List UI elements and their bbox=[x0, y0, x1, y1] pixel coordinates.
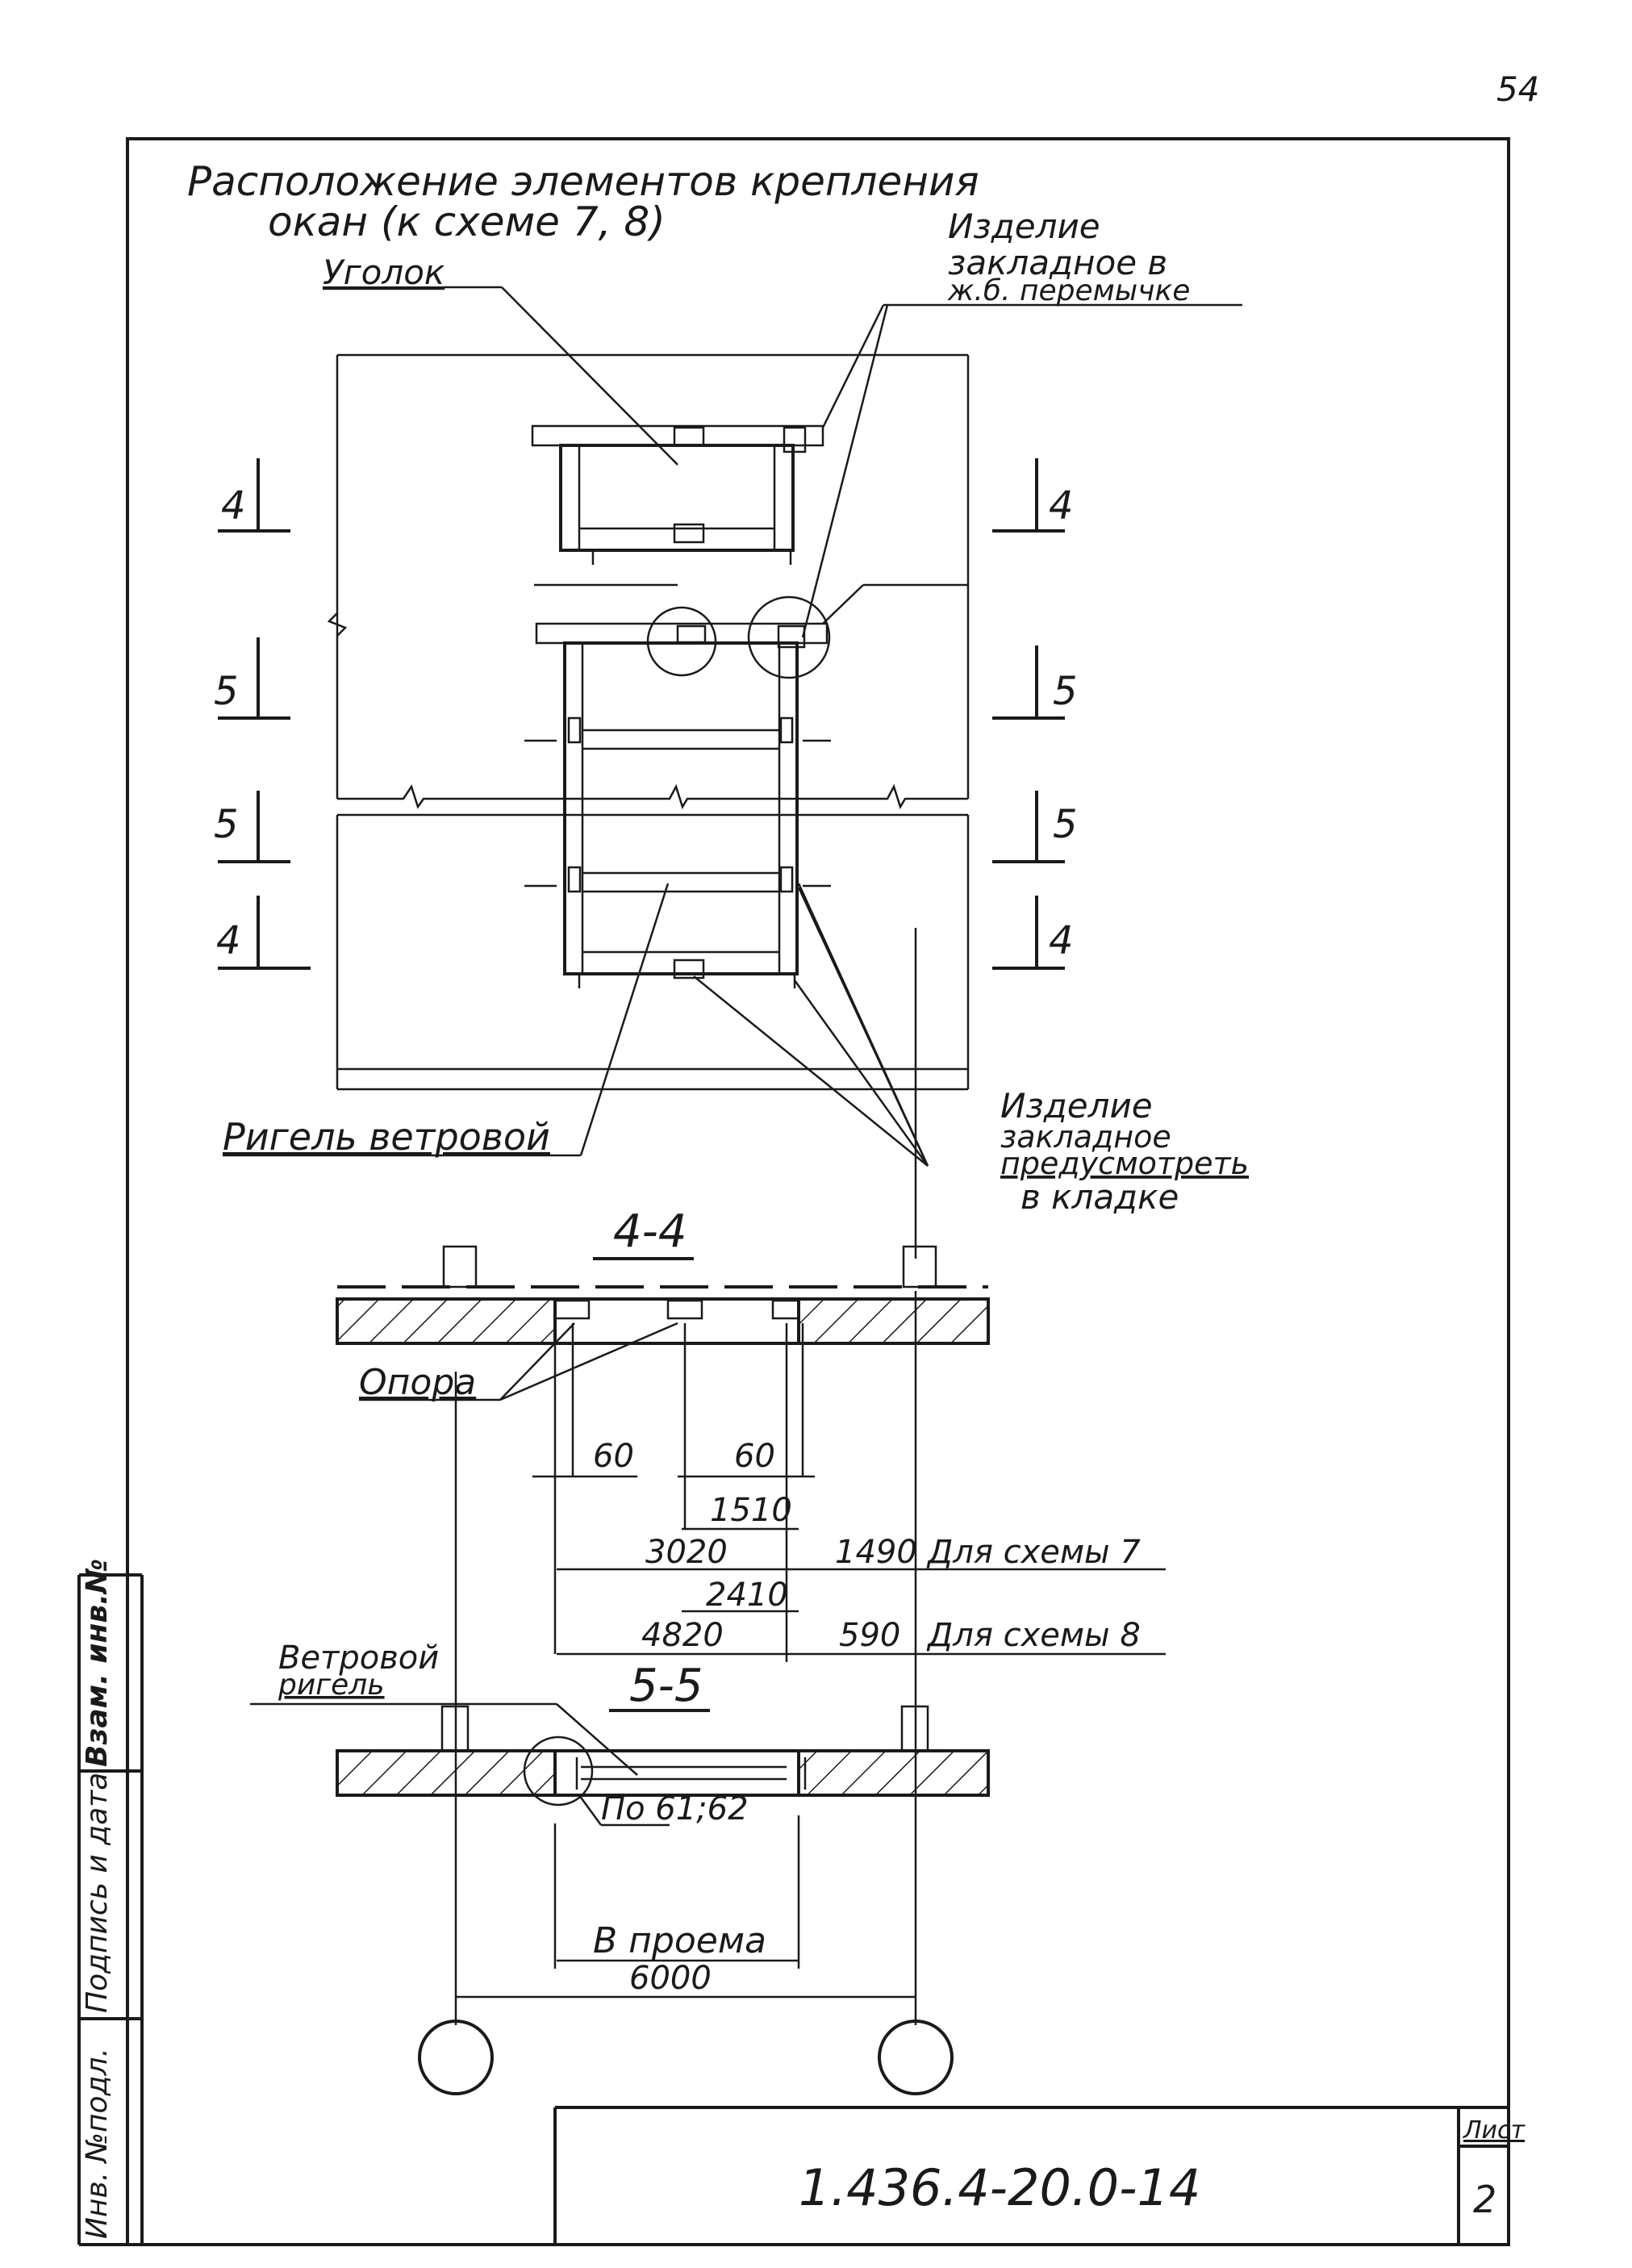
section-mark-4-right-top: 4 bbox=[1049, 483, 1074, 528]
label-zakladnoe-bot-1: Изделие bbox=[1000, 1086, 1153, 1126]
label-zakladnoe-bot-4: в кладке bbox=[1021, 1177, 1179, 1217]
section-mark-5-right-a: 5 bbox=[1053, 669, 1078, 714]
sheet-number: 2 bbox=[1473, 2178, 1496, 2221]
side-stamp: Взам. инв.№ Подпись и дата Инв. №подл. bbox=[81, 1559, 114, 2239]
section-4-4 bbox=[336, 1245, 990, 1997]
note-scheme-7: Для схемы 7 bbox=[926, 1534, 1141, 1571]
label-zakladnoe-bot-2: закладное bbox=[1000, 1119, 1171, 1155]
label-vetrovoi-1: Ветровой bbox=[278, 1639, 439, 1677]
title-block bbox=[553, 2106, 1509, 2245]
label-po-61-62: По 61;62 bbox=[601, 1790, 749, 1827]
dim-v-proema: В проема bbox=[593, 1920, 766, 1961]
dim-1510: 1510 bbox=[710, 1492, 792, 1529]
dim-590: 590 bbox=[839, 1617, 900, 1654]
section-mark-5-right-b: 5 bbox=[1053, 802, 1078, 847]
section-marks: 4 4 5 5 5 5 4 4 bbox=[214, 458, 1078, 970]
section-mark-4-right-b: 4 bbox=[1049, 918, 1074, 963]
dim-60-right: 60 bbox=[734, 1438, 775, 1475]
dimension-lines bbox=[456, 1475, 1166, 1999]
label-zakladnoe-top-3: ж.б. перемычке bbox=[947, 274, 1190, 307]
stamp-vzam-inv: Взам. инв.№ bbox=[81, 1559, 114, 1767]
label-opora: Опора bbox=[359, 1362, 476, 1403]
label-zakladnoe-top-1: Изделие bbox=[948, 207, 1100, 246]
label-ugolok: Уголок bbox=[323, 253, 445, 292]
label-rigel: Ригель ветровой bbox=[223, 1115, 550, 1159]
section-mark-5-left-b: 5 bbox=[214, 802, 239, 847]
section-mark-4-left-top: 4 bbox=[221, 483, 246, 528]
dim-6000: 6000 bbox=[629, 1960, 712, 1997]
label-vetrovoi-2: ригель bbox=[278, 1669, 385, 1702]
label-zakladnoe-bot-3: предусмотреть bbox=[1000, 1146, 1249, 1181]
section-title-5-5: 5-5 bbox=[629, 1660, 703, 1712]
dim-2410: 2410 bbox=[706, 1577, 788, 1614]
dim-1490: 1490 bbox=[835, 1534, 917, 1571]
section-title-4-4: 4-4 bbox=[613, 1205, 687, 1258]
sheet-label: Лист bbox=[1463, 2116, 1526, 2145]
dim-4820: 4820 bbox=[641, 1617, 724, 1654]
label-zakladnoe-top-2: закладное в bbox=[948, 243, 1167, 282]
drawing-title-line1: Расположение элементов крепления bbox=[187, 158, 979, 205]
section-mark-5-left-a: 5 bbox=[214, 669, 239, 714]
plan-view bbox=[223, 286, 1242, 1259]
note-scheme-8: Для схемы 8 bbox=[926, 1617, 1141, 1654]
stamp-podpis-data: Подпись и дата bbox=[81, 1773, 114, 2013]
dim-60-left: 60 bbox=[593, 1438, 634, 1475]
stamp-inv-podl: Инв. №подл. bbox=[81, 2048, 114, 2239]
page-number: 54 bbox=[1496, 69, 1539, 109]
section-mark-4-left-b: 4 bbox=[216, 918, 241, 963]
sheet-frame bbox=[77, 137, 1510, 2246]
dim-3020: 3020 bbox=[645, 1534, 728, 1571]
section-5-5 bbox=[250, 1702, 990, 2095]
doc-code: 1.436.4-20.0-14 bbox=[799, 2158, 1200, 2217]
drawing-title-line2: окан (к схеме 7, 8) bbox=[268, 198, 666, 245]
